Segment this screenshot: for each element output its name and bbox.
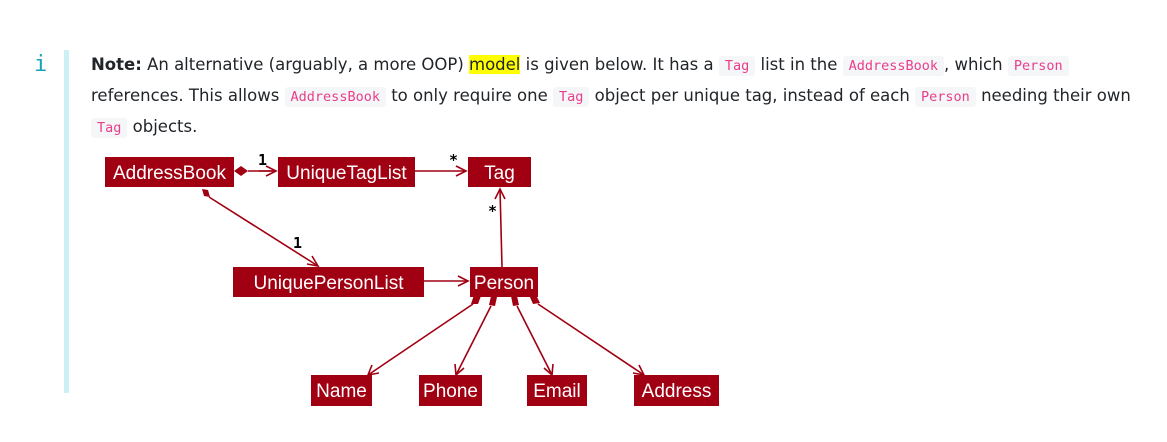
code-tag: Tag <box>718 56 756 76</box>
class-tag: Tag <box>468 157 531 187</box>
composition-diamond <box>511 296 519 306</box>
code-person: Person <box>1007 56 1069 76</box>
class-email: Email <box>527 375 587 406</box>
class-diagram-svg: 1 * * 1 AddressBook UniqueTagList Tag Un… <box>105 151 719 406</box>
class-label: Phone <box>423 381 478 402</box>
note-side-bar <box>64 50 69 393</box>
multiplicity-label: * <box>488 202 497 220</box>
class-phone: Phone <box>419 375 482 406</box>
class-name: Name <box>311 375 372 406</box>
composition-diamond <box>234 166 248 176</box>
note-text: objects. <box>127 117 198 136</box>
edge-person-tag <box>499 188 503 268</box>
composition-diamond <box>489 296 497 306</box>
info-icon: i <box>34 52 48 77</box>
edge-person-name <box>367 303 474 376</box>
code-person: Person <box>915 87 976 107</box>
arrow-head <box>457 275 470 287</box>
class-person: Person <box>470 267 538 297</box>
arrow-head <box>494 187 506 200</box>
note-text: is given below. It has a <box>520 55 719 74</box>
note-text: object per unique tag, instead of each <box>589 86 916 105</box>
multiplicity-label: 1 <box>258 151 267 169</box>
composition-diamond <box>529 295 540 304</box>
note-text: , which <box>944 55 1008 74</box>
note-text: An alternative (arguably, a more OOP) <box>141 55 470 74</box>
note-text: to only require one <box>385 86 554 105</box>
code-tag: Tag <box>553 87 590 107</box>
note-box: Note: An alternative (arguably, a more O… <box>91 50 1151 143</box>
class-label: AddressBook <box>113 163 227 184</box>
arrow-head <box>306 255 320 268</box>
multiplicity-label: * <box>449 151 458 169</box>
edge-addressbook-uniquepersonlist <box>208 196 319 267</box>
edge-person-email <box>516 305 553 376</box>
class-diagram: 1 * * 1 AddressBook UniqueTagList Tag Un… <box>98 141 722 415</box>
edge-person-phone <box>455 305 492 376</box>
composition-diamond <box>471 295 481 304</box>
note-text: references. This allows <box>91 86 285 105</box>
arrow-head <box>265 165 278 177</box>
edge-person-address <box>537 303 645 376</box>
note-text: list in the <box>755 55 843 74</box>
note-label: Note: <box>91 55 142 74</box>
class-label: Name <box>316 381 367 402</box>
highlighted-word: model <box>469 55 521 74</box>
class-label: Address <box>642 381 712 402</box>
code-tag: Tag <box>91 118 128 138</box>
class-label: Person <box>474 273 534 294</box>
composition-diamond <box>202 189 210 197</box>
code-addressbook: AddressBook <box>284 87 386 107</box>
class-addressbook: AddressBook <box>105 157 234 187</box>
note-text: needing their own <box>975 86 1131 105</box>
class-label: Tag <box>484 163 515 184</box>
class-label: UniquePersonList <box>254 273 405 294</box>
class-address: Address <box>634 375 719 406</box>
class-label: UniqueTagList <box>286 163 407 184</box>
class-uniquepersonlist: UniquePersonList <box>233 267 424 297</box>
class-uniquetaglist: UniqueTagList <box>278 157 415 187</box>
arrow-head <box>455 165 468 177</box>
class-label: Email <box>533 381 581 402</box>
code-addressbook: AddressBook <box>842 56 945 76</box>
multiplicity-label: 1 <box>293 234 302 252</box>
